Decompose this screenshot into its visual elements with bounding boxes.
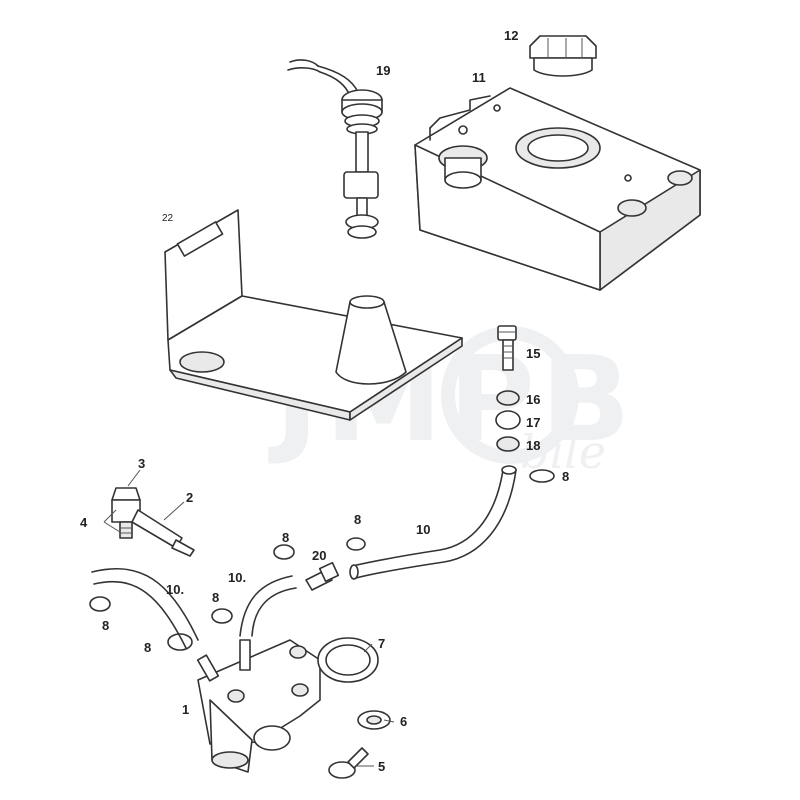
callout-20: 20 [312, 548, 326, 563]
callout-8-upper-middle: 8 [354, 512, 361, 527]
leader-lines [103, 469, 395, 767]
callout-19: 19 [376, 63, 390, 78]
callout-22: 22 [162, 213, 174, 224]
callout-10-long-hose: 10 [416, 522, 430, 537]
part-11-oil-tank [414, 87, 701, 291]
part-22-bracket [164, 209, 463, 421]
callout-4: 4 [80, 515, 88, 530]
parts-2-3-4-banjo-fitting [111, 487, 195, 557]
clamps-part-8 [89, 469, 555, 651]
callout-18: 18 [526, 438, 540, 453]
watermark-sub: bile [520, 425, 606, 479]
part-7-gasket [317, 637, 379, 683]
parts-15-18-fitting-stack [495, 325, 521, 452]
callout-2: 2 [186, 490, 193, 505]
callout-8-upper-right: 8 [562, 469, 569, 484]
callout-8-middle: 8 [282, 530, 289, 545]
callout-5: 5 [378, 759, 385, 774]
callout-11: 11 [472, 70, 486, 85]
callout-8-center-left: 8 [212, 590, 219, 605]
part-19-level-sensor [287, 59, 383, 239]
callout-8-lower-left: 8 [144, 640, 151, 655]
callouts: 19 12 11 22 15 16 17 18 8 3 2 4 10 8 8 2… [80, 28, 569, 774]
callout-12: 12 [504, 28, 518, 43]
callout-17: 17 [526, 415, 540, 430]
part-5-screw [328, 747, 369, 779]
callout-8-left: 8 [102, 618, 109, 633]
callout-10-left-hose: 10. [166, 582, 184, 597]
part-10-left-hose [91, 567, 199, 649]
callout-7: 7 [378, 636, 385, 651]
part-1-fuel-tap [196, 639, 321, 773]
callout-15: 15 [526, 346, 540, 361]
callout-10-short-hose: 10. [228, 570, 246, 585]
callout-16: 16 [526, 392, 540, 407]
part-10-long-hose [349, 465, 517, 580]
callout-6: 6 [400, 714, 407, 729]
part-6-washer [357, 710, 391, 730]
part-20-connector [305, 561, 340, 591]
part-10-short-hose [239, 575, 297, 637]
callout-1: 1 [182, 702, 189, 717]
part-12-tank-cap [529, 35, 597, 77]
callout-3: 3 [138, 456, 145, 471]
